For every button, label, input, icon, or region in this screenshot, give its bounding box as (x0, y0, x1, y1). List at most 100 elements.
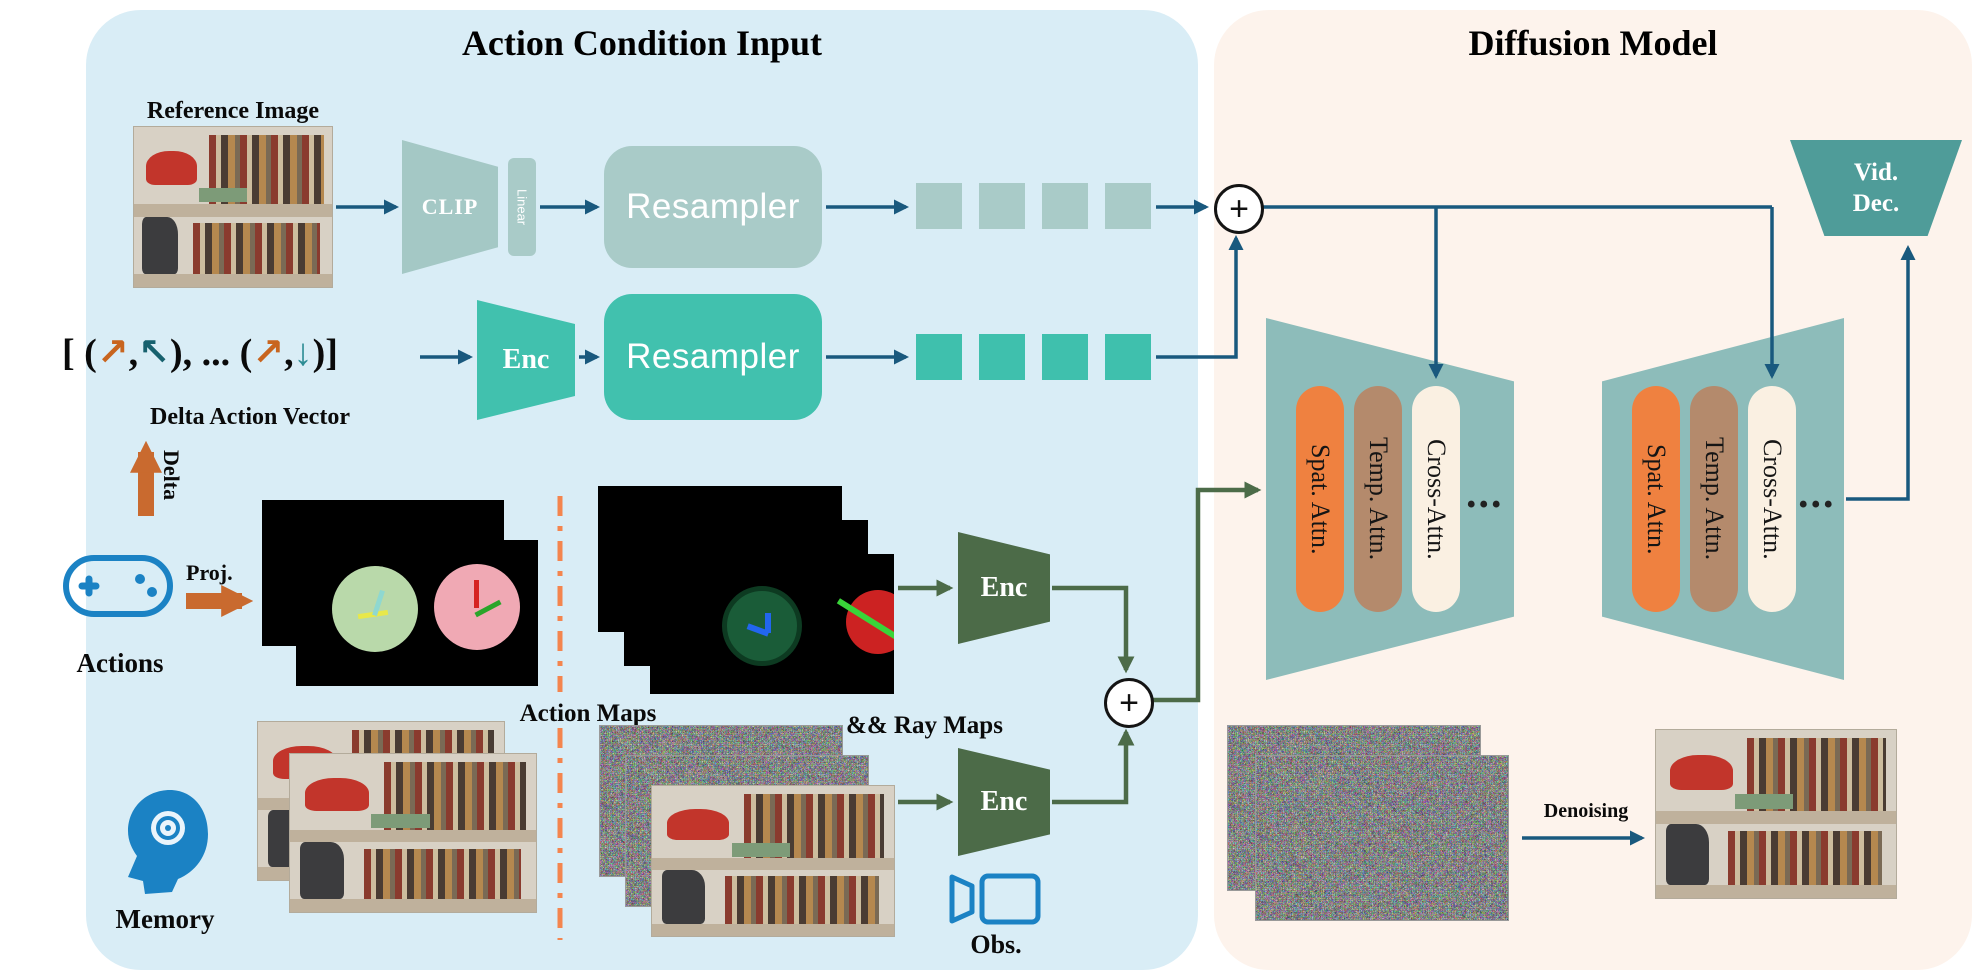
bracket-mid: ), ... ( (170, 332, 253, 374)
photo-shelf (134, 203, 332, 217)
delta-action-vector-label: Delta Action Vector (150, 404, 350, 430)
memory-label: Memory (115, 904, 215, 934)
action-map-frame-front (296, 540, 538, 686)
cross-attention-block-1: Cross-Attn. (1412, 386, 1460, 612)
history-photo-front (289, 753, 537, 913)
photo-shelf (290, 899, 536, 912)
condition-sum-node: + (1214, 184, 1264, 234)
axis-line (836, 598, 894, 648)
ray-map-frame-front (650, 554, 894, 694)
bracket-close: )] (312, 332, 338, 374)
comma: , (284, 332, 294, 374)
temporal-attention-block-2: Temp. Attn. (1690, 386, 1738, 612)
attn-label: Temp. Attn. (1700, 437, 1729, 561)
enc-action-label: Enc (502, 344, 550, 375)
clip-label: CLIP (421, 194, 479, 219)
delta-arrow-label: Delta (159, 450, 184, 501)
action-disc-left (332, 566, 418, 652)
ray-disc-left (722, 586, 802, 666)
ray-disc-right (836, 590, 894, 654)
photo-toy-car (145, 151, 198, 185)
image-token (979, 183, 1025, 229)
photo-green-book (371, 814, 431, 829)
ellipsis-1: ... (1466, 471, 1504, 517)
resampler-image: Resampler (604, 146, 822, 268)
vid-dec-line1: Vid. (1853, 158, 1899, 186)
enc-obs-label: Enc (980, 786, 1028, 817)
right-panel-title: Diffusion Model (1468, 23, 1718, 63)
action-token (1042, 334, 1088, 380)
photo-books (1728, 830, 1882, 885)
comma: , (128, 332, 139, 374)
photo-robot-arm (141, 216, 178, 275)
ellipsis-2: ... (1798, 471, 1836, 517)
vid-dec-line2: Dec. (1852, 190, 1900, 217)
photo-shelf (1656, 810, 1896, 825)
linear-layer: Linear (508, 158, 536, 256)
photo-books (193, 223, 321, 275)
linear-label: Linear (514, 188, 530, 226)
action-token (916, 334, 962, 380)
action-arrow-3-icon: ↗ (252, 332, 285, 374)
reference-photo (133, 126, 333, 288)
axis-line (765, 613, 771, 633)
photo-shelf (290, 829, 536, 843)
photo-toy-car (1670, 755, 1733, 791)
photo-books (363, 848, 522, 900)
obs-encoder: Enc (958, 748, 1050, 856)
action-arrow-4-icon: ↓ (293, 332, 313, 374)
spatial-attention-block-1: Spat. Attn. (1296, 386, 1344, 612)
attn-label: Cross-Attn. (1422, 438, 1451, 560)
action-disc-right (434, 564, 520, 650)
diffusion-noisy-frame-front (1255, 755, 1509, 921)
obs-label: Obs. (970, 930, 1022, 959)
photo-toy-car (304, 777, 369, 811)
denoising-label: Denoising (1543, 800, 1629, 822)
gamepad-icon (63, 555, 173, 617)
latent-sum-node: + (1104, 678, 1154, 728)
attn-label: Temp. Attn. (1364, 437, 1393, 561)
delta-action-vector: [ (↗,↖), ... (↗,↓)] (62, 330, 338, 375)
denoised-photo (1655, 729, 1897, 899)
photo-shelf (134, 274, 332, 287)
resampler-action-label: Resampler (626, 337, 800, 376)
photo-green-book (731, 843, 790, 857)
actions-label: Actions (76, 648, 164, 678)
photo-shelf (1656, 884, 1896, 898)
action-token (1105, 334, 1151, 380)
image-token (916, 183, 962, 229)
image-token (1042, 183, 1088, 229)
action-maps-label: Action Maps (519, 700, 657, 727)
enc-maps-label: Enc (980, 572, 1028, 603)
photo-green-book (199, 187, 247, 203)
photo-robot-arm (661, 870, 706, 924)
photo-books (724, 876, 880, 924)
attn-label: Cross-Attn. (1758, 438, 1787, 560)
left-panel-title: Action Condition Input (461, 23, 823, 63)
memory-head-icon (128, 790, 208, 894)
cross-attention-block-2: Cross-Attn. (1748, 386, 1796, 612)
spatial-attention-block-2: Spat. Attn. (1632, 386, 1680, 612)
photo-shelf (652, 924, 894, 936)
photo-shelf (652, 858, 894, 870)
action-arrow-2-icon: ↖ (138, 332, 170, 374)
photo-toy-car (666, 808, 730, 840)
resampler-image-label: Resampler (626, 187, 800, 226)
action-arrow-1-icon: ↗ (96, 332, 129, 374)
camera-icon (949, 873, 1041, 925)
photo-green-book (1735, 793, 1793, 809)
proj-label: Proj. (186, 560, 233, 585)
observation-photo-front (651, 785, 895, 937)
photo-robot-arm (299, 842, 345, 900)
ray-maps-label: && Ray Maps (846, 712, 1003, 739)
temporal-attention-block-1: Temp. Attn. (1354, 386, 1402, 612)
action-token (979, 334, 1025, 380)
attn-label: Spat. Attn. (1642, 443, 1671, 555)
resampler-action: Resampler (604, 294, 822, 420)
bracket-open: [ ( (62, 332, 97, 374)
reference-image-label: Reference Image (146, 98, 320, 124)
maps-encoder: Enc (958, 532, 1050, 644)
axis-line (474, 580, 479, 608)
attn-label: Spat. Attn. (1306, 443, 1335, 555)
